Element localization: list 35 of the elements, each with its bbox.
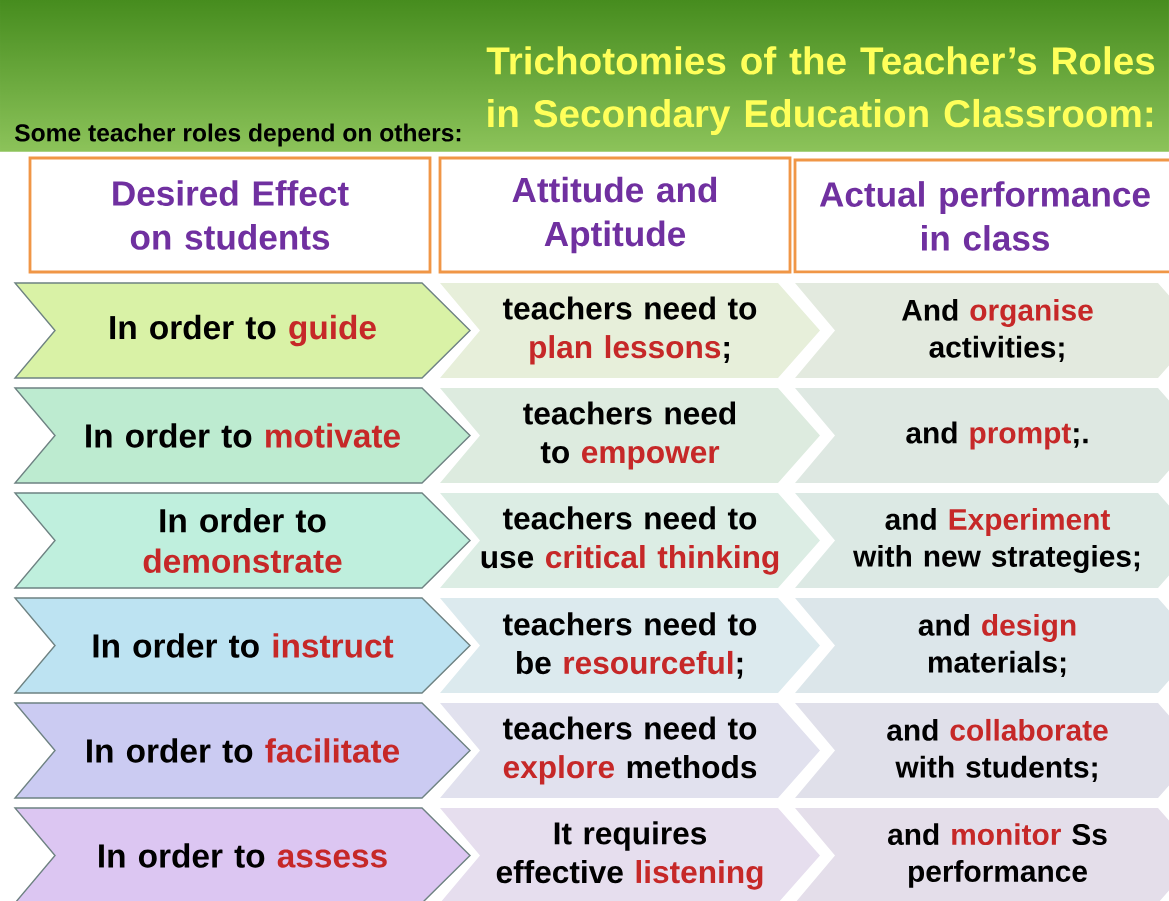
node-label: It requires effective listening xyxy=(496,821,763,890)
label-band: In order to instruct xyxy=(13,597,471,694)
label-band: and Experiment with new strategies; xyxy=(795,493,1169,588)
header-box: Actual performance in class xyxy=(793,158,1169,274)
note-text: Some teacher roles depend on others: xyxy=(14,123,461,147)
label-band: and prompt;. xyxy=(795,388,1169,483)
node-label: and design materials; xyxy=(918,613,1076,678)
node-label: teachers need to use critical thinking xyxy=(481,506,779,575)
label-band: And organise activities; xyxy=(795,283,1169,378)
node-label: teachers need to explore methods xyxy=(502,716,757,785)
label-band: It requires effective listening xyxy=(440,808,820,901)
label-band: and monitor Ss performance xyxy=(795,808,1169,901)
node-label: And organise activities; xyxy=(901,298,1093,363)
label-band: teachers need to be resourceful; xyxy=(440,598,820,693)
label-band: In order to facilitate xyxy=(13,702,471,799)
label-band: In order to assess xyxy=(13,807,471,901)
label-band: In order to motivate xyxy=(13,387,471,484)
header-box: Attitude and Aptitude xyxy=(438,156,792,274)
node-label: and Experiment with new strategies; xyxy=(853,508,1140,573)
node-label: and collaborate with students; xyxy=(887,718,1108,783)
node-label: teachers need to plan lessons; xyxy=(502,296,757,365)
node-label: and prompt;. xyxy=(906,421,1088,450)
label-band: In order to guide xyxy=(13,282,471,379)
node-label: teachers need to empower xyxy=(523,401,736,470)
label-band: teachers need to explore methods xyxy=(440,703,820,798)
label-band: In order to demonstrate xyxy=(13,492,471,589)
title: Trichotomies of the Teacher’s Roles in Secondary Education Classroom: xyxy=(486,46,1155,135)
label-band: and design materials; xyxy=(795,598,1169,693)
node-label: teachers need to be resourceful; xyxy=(502,612,757,679)
label-band: teachers need to plan lessons; xyxy=(440,283,820,378)
node-label: and monitor Ss performance xyxy=(888,823,1107,888)
label-band: teachers need to use critical thinking xyxy=(440,493,820,588)
header-box: Desired Effect on students xyxy=(28,156,432,274)
label-band: teachers need to empower xyxy=(440,388,820,483)
label-band: and collaborate with students; xyxy=(795,703,1169,798)
